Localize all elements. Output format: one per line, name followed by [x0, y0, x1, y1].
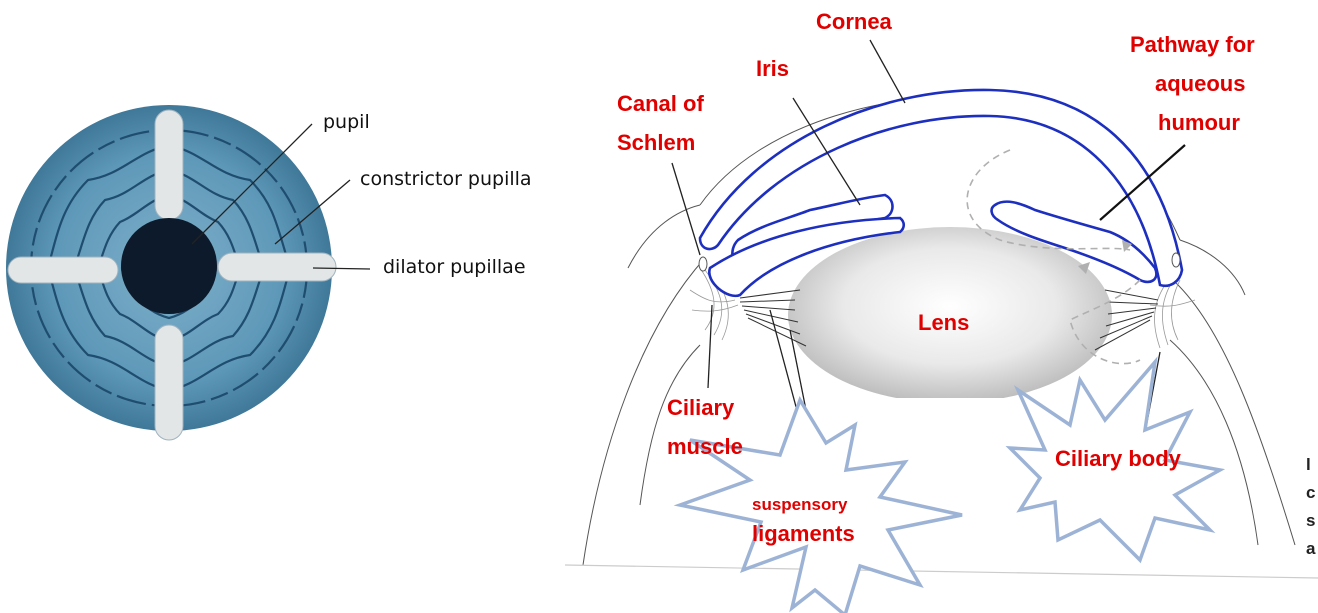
canal-of-schlem-left: [699, 257, 707, 271]
ciliary-fibers-right: [1150, 280, 1195, 348]
edge-fragment-3: s: [1306, 511, 1315, 530]
suspensory-label-line2: ligaments: [752, 521, 855, 546]
ciliary-body-label: Ciliary body: [1055, 446, 1182, 471]
ciliary-muscle-leader-line: [708, 305, 712, 388]
canal-of-schlem-right: [1172, 253, 1180, 267]
dilator-label: dilator pupillae: [383, 256, 526, 278]
canal-label-line2: Schlem: [617, 130, 695, 155]
dilator-bar-bottom: [155, 325, 183, 440]
dilator-bar-top: [155, 110, 183, 220]
edge-fragment-4: a: [1306, 539, 1316, 558]
canal-leader-line: [672, 163, 700, 255]
horizon-line: [565, 565, 1318, 578]
constrictor-label: constrictor pupilla: [360, 168, 532, 190]
iris-diagram: pupil constrictor pupilla dilator pupill…: [6, 105, 532, 440]
iris-label: Iris: [756, 56, 789, 81]
pupil-shape: [121, 218, 217, 314]
dilator-bar-left: [8, 257, 118, 283]
dilator-bar-right: [218, 253, 336, 281]
edge-fragment-1: l: [1306, 455, 1311, 474]
ciliary-muscle-label-line2: muscle: [667, 434, 743, 459]
cornea-label: Cornea: [816, 9, 893, 34]
pathway-label-line2: aqueous: [1155, 71, 1245, 96]
pathway-label-line3: humour: [1158, 110, 1240, 135]
pupil-label: pupil: [323, 111, 370, 133]
cornea-leader-line: [870, 40, 905, 103]
suspensory-label-line1: suspensory: [752, 495, 848, 514]
eye-diagram: Cornea Iris Canal of Schlem Pathway for …: [565, 9, 1318, 613]
lens-label: Lens: [918, 310, 969, 335]
ciliary-muscle-label-line1: Ciliary: [667, 395, 735, 420]
edge-fragment-2: c: [1306, 483, 1315, 502]
canal-label-line1: Canal of: [617, 91, 704, 116]
pathway-label-line1: Pathway for: [1130, 32, 1255, 57]
